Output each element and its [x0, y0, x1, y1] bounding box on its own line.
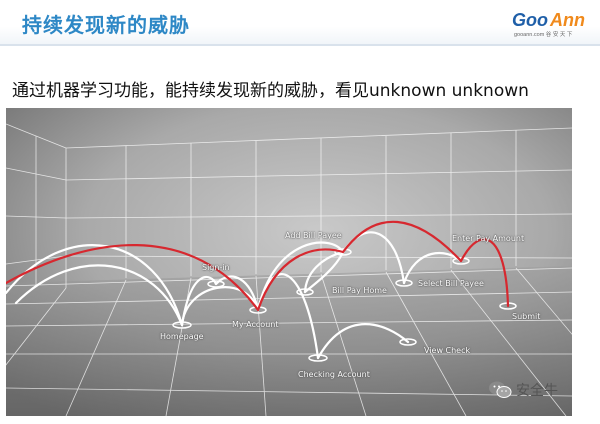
svg-text:Ann: Ann	[549, 10, 585, 30]
watermark-text: 安全牛	[516, 383, 558, 399]
node-label-checking-account: Checking Account	[298, 370, 370, 379]
node-label-add-bill-payee: Add Bill Payee	[285, 231, 342, 240]
subtitle: 通过机器学习功能，能持续发现新的威胁，看见unknown unknown	[12, 81, 529, 101]
node-label-sign-in: Sign-in	[202, 263, 230, 272]
node-marker-enter-pay-amount	[452, 257, 470, 265]
page-title: 持续发现新的威胁	[22, 13, 190, 37]
node-label-select-bill-payee: Select Bill Payee	[418, 279, 484, 288]
svg-text:Goo: Goo	[512, 10, 548, 30]
header-bar: 持续发现新的威胁 Goo Ann gooann.com 谷 安 天 下	[0, 0, 600, 46]
node-label-my-account: My Account	[232, 320, 279, 329]
user-journey-diagram	[6, 108, 572, 416]
grid-lines	[6, 123, 572, 416]
node-label-homepage: Homepage	[160, 332, 204, 341]
watermark: 安全牛	[488, 378, 558, 402]
wechat-icon	[489, 381, 512, 398]
node-label-submit: Submit	[512, 312, 541, 321]
gooann-logo: Goo Ann gooann.com 谷 安 天 下	[512, 10, 585, 38]
svg-text:gooann.com 谷 安 天 下: gooann.com 谷 安 天 下	[514, 30, 573, 38]
node-label-view-check: View Check	[424, 346, 471, 355]
node-label-bill-pay-home: Bill Pay Home	[332, 286, 387, 295]
threat-paths	[6, 220, 510, 312]
node-label-enter-pay-amount: Enter Pay Amount	[452, 234, 525, 243]
node-marker-add-bill-payee	[334, 248, 352, 256]
diagram-stage: Homepage Sign-in My Account Add Bill Pay…	[0, 108, 600, 424]
node-marker-view-check	[399, 338, 417, 346]
